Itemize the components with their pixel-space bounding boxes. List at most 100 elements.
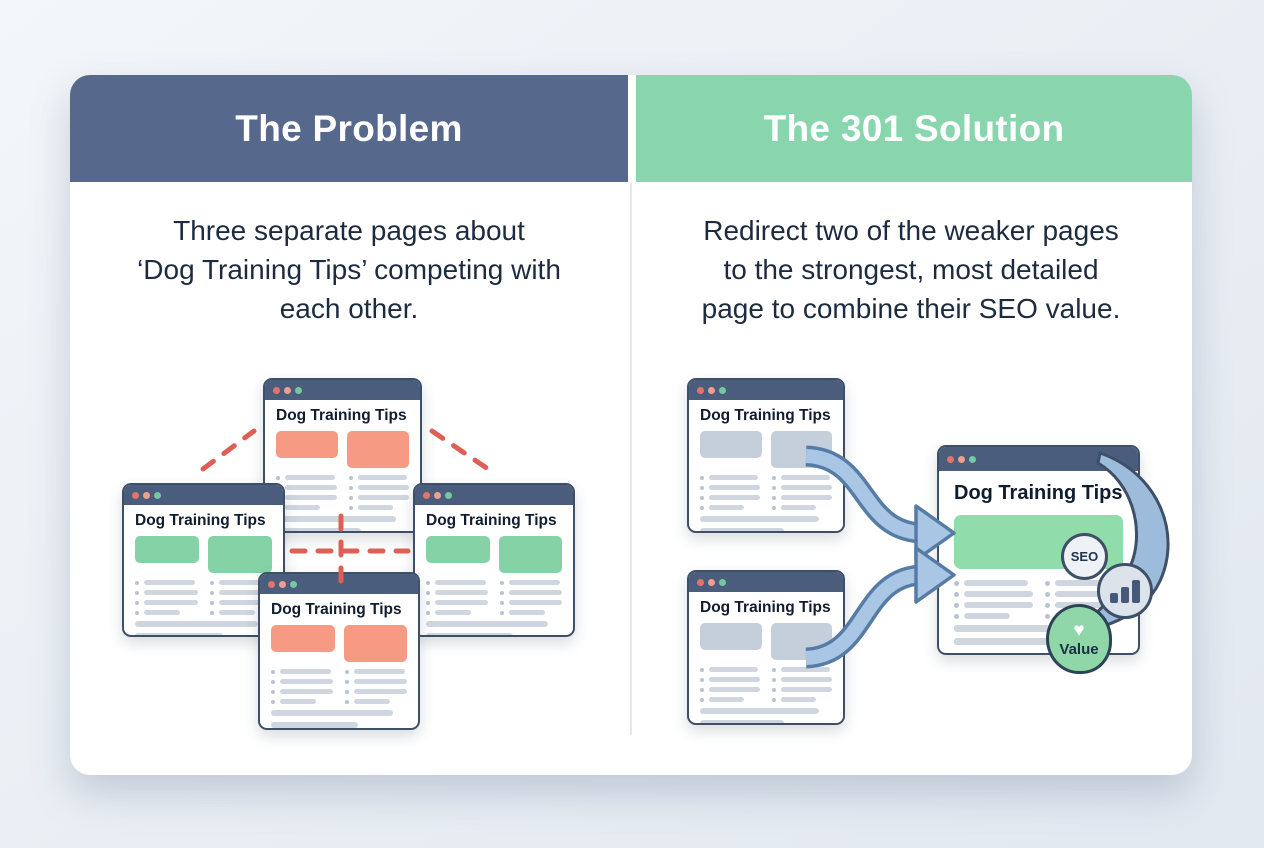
placeholder-paragraph bbox=[426, 621, 562, 635]
window-body: Dog Training Tips bbox=[124, 505, 283, 635]
comparison-card: The Problem The 301 Solution Three separ… bbox=[70, 75, 1192, 775]
content-blocks bbox=[426, 536, 562, 573]
window-dot-green-icon bbox=[445, 491, 452, 499]
placeholder-column bbox=[500, 580, 562, 615]
window-dot-red-icon bbox=[697, 386, 704, 394]
window-dot-red-icon bbox=[423, 491, 430, 499]
window-titlebar bbox=[689, 572, 843, 592]
content-block bbox=[700, 623, 762, 650]
page-title: Dog Training Tips bbox=[271, 601, 402, 618]
page-title: Dog Training Tips bbox=[700, 407, 831, 424]
placeholder-paragraph bbox=[135, 621, 272, 635]
page-title: Dog Training Tips bbox=[426, 512, 557, 529]
problem-description-line: Three separate pages about bbox=[173, 215, 525, 246]
problem-description: Three separate pages about ‘Dog Training… bbox=[99, 211, 599, 328]
browser-window-strong: Dog Training Tips bbox=[937, 445, 1140, 655]
window-dot-green-icon bbox=[969, 455, 976, 463]
placeholder-column bbox=[135, 580, 198, 615]
content-block bbox=[135, 536, 199, 563]
placeholder-paragraph bbox=[700, 708, 832, 723]
browser-window-problem-bottom: Dog Training Tips bbox=[258, 572, 420, 730]
solution-description-line: page to combine their SEO value. bbox=[701, 293, 1121, 324]
window-titlebar bbox=[939, 447, 1138, 471]
placeholder-column bbox=[348, 475, 409, 510]
window-body: Dog Training Tips bbox=[415, 505, 573, 635]
window-body: Dog Training Tips bbox=[689, 592, 843, 723]
seo-badge-label: SEO bbox=[1070, 549, 1099, 564]
window-dot-yellow-icon bbox=[958, 455, 965, 463]
window-dot-red-icon bbox=[273, 386, 280, 394]
content-block bbox=[770, 431, 832, 468]
window-titlebar bbox=[415, 485, 573, 505]
window-dot-yellow-icon bbox=[284, 386, 291, 394]
chart-badge bbox=[1097, 563, 1153, 619]
competition-dash-right bbox=[429, 428, 494, 474]
value-badge: ♥ Value bbox=[1046, 604, 1112, 674]
window-dot-yellow-icon bbox=[143, 491, 150, 499]
window-dot-red-icon bbox=[697, 578, 704, 586]
window-dot-red-icon bbox=[268, 580, 275, 588]
solution-title: The 301 Solution bbox=[763, 107, 1065, 149]
placeholder-rows bbox=[276, 475, 409, 510]
placeholder-column bbox=[426, 580, 488, 615]
window-dot-yellow-icon bbox=[279, 580, 286, 588]
problem-description-line: ‘Dog Training Tips’ competing with bbox=[137, 254, 561, 285]
content-block bbox=[426, 536, 490, 563]
window-body: Dog Training Tips bbox=[265, 400, 420, 531]
placeholder-rows bbox=[700, 667, 832, 702]
window-dot-green-icon bbox=[719, 578, 726, 586]
content-blocks bbox=[276, 431, 409, 468]
problem-title: The Problem bbox=[235, 107, 463, 149]
problem-header-band: The Problem bbox=[70, 75, 628, 182]
window-titlebar bbox=[689, 380, 843, 400]
window-titlebar bbox=[265, 380, 420, 400]
window-dot-yellow-icon bbox=[708, 578, 715, 586]
placeholder-rows bbox=[135, 580, 272, 615]
solution-description: Redirect two of the weaker pages to the … bbox=[661, 211, 1161, 328]
placeholder-column bbox=[772, 667, 832, 702]
placeholder-paragraph bbox=[276, 516, 409, 531]
placeholder-column bbox=[276, 475, 337, 510]
bar-chart-icon bbox=[1121, 587, 1129, 603]
placeholder-paragraph bbox=[271, 710, 407, 728]
window-dot-green-icon bbox=[154, 491, 161, 499]
page-title: Dog Training Tips bbox=[954, 482, 1123, 504]
window-dot-red-icon bbox=[132, 491, 139, 499]
browser-window-problem-right: Dog Training Tips bbox=[413, 483, 575, 637]
content-block bbox=[498, 536, 562, 573]
window-body: Dog Training Tips bbox=[689, 400, 843, 531]
bar-chart-icon bbox=[1132, 580, 1140, 603]
window-body: Dog Training Tips bbox=[260, 594, 418, 728]
content-block bbox=[276, 431, 338, 458]
content-blocks bbox=[271, 625, 407, 662]
solution-description-line: Redirect two of the weaker pages bbox=[703, 215, 1119, 246]
content-blocks bbox=[700, 431, 832, 468]
panel-divider bbox=[630, 183, 632, 735]
seo-badge: SEO bbox=[1061, 533, 1108, 580]
window-dot-green-icon bbox=[295, 386, 302, 394]
placeholder-column bbox=[772, 475, 832, 510]
content-block bbox=[343, 625, 407, 662]
page-title: Dog Training Tips bbox=[276, 407, 407, 424]
solution-header-band: The 301 Solution bbox=[636, 75, 1192, 182]
content-block bbox=[271, 625, 335, 652]
placeholder-column bbox=[345, 669, 407, 704]
heart-icon: ♥ bbox=[1073, 619, 1085, 641]
window-dot-green-icon bbox=[719, 386, 726, 394]
competition-dash-left bbox=[200, 428, 257, 472]
problem-description-line: each other. bbox=[279, 293, 419, 324]
content-block bbox=[700, 431, 762, 458]
placeholder-column bbox=[209, 580, 272, 615]
placeholder-rows bbox=[426, 580, 562, 615]
content-block bbox=[347, 431, 409, 468]
window-titlebar bbox=[260, 574, 418, 594]
browser-window-weak-top: Dog Training Tips bbox=[687, 378, 845, 533]
page-title: Dog Training Tips bbox=[700, 599, 831, 616]
window-dot-red-icon bbox=[947, 455, 954, 463]
placeholder-rows bbox=[700, 475, 832, 510]
solution-description-line: to the strongest, most detailed bbox=[723, 254, 1099, 285]
placeholder-paragraph bbox=[954, 625, 1123, 645]
browser-window-problem-top: Dog Training Tips bbox=[263, 378, 422, 533]
browser-window-weak-bottom: Dog Training Tips bbox=[687, 570, 845, 725]
